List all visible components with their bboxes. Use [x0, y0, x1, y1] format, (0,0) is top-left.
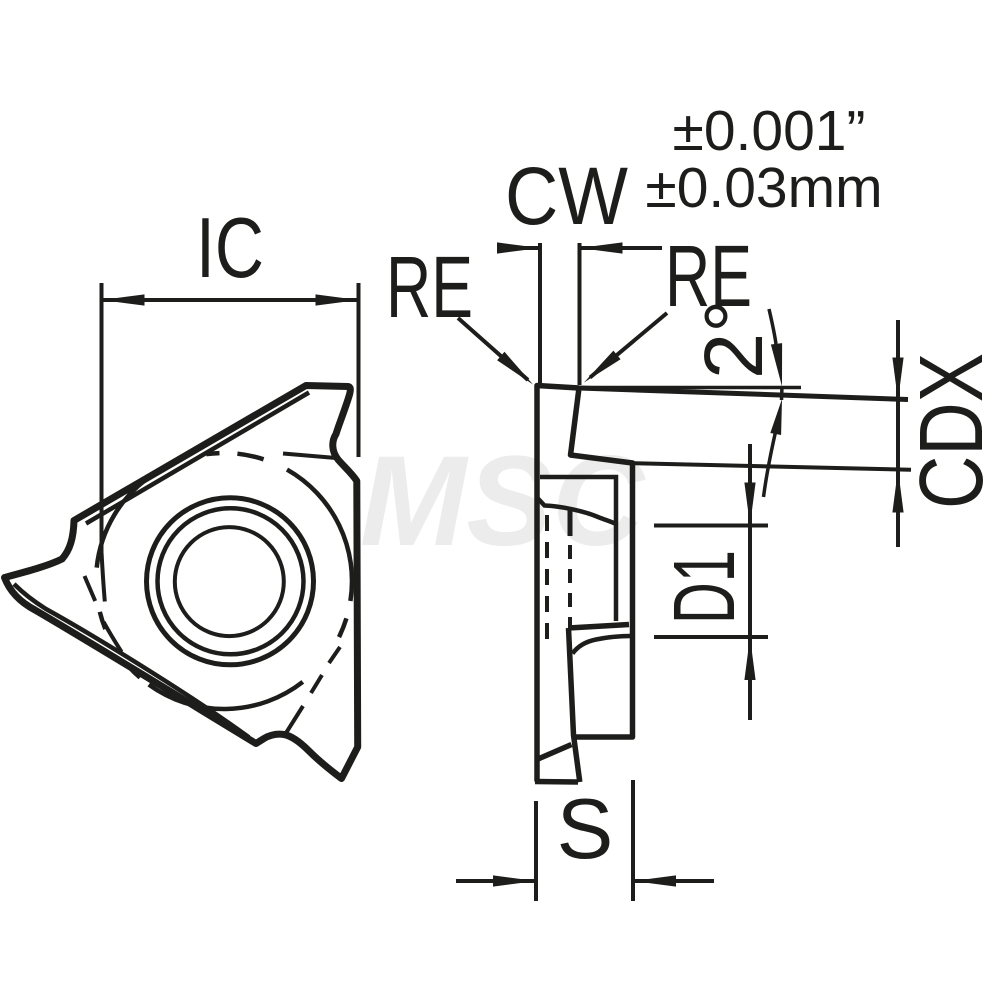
svg-text:MSC: MSC	[360, 430, 646, 573]
svg-text:D1: D1	[656, 550, 753, 624]
svg-text:S: S	[557, 782, 614, 877]
svg-text:CDX: CDX	[902, 353, 1000, 509]
svg-text:±0.001”: ±0.001”	[673, 99, 866, 163]
svg-text:±0.03mm: ±0.03mm	[645, 156, 882, 220]
svg-text:RE: RE	[665, 228, 752, 325]
svg-text:IC: IC	[196, 201, 264, 296]
svg-text:2°: 2°	[687, 300, 780, 379]
svg-text:CW: CW	[505, 151, 629, 242]
svg-text:RE: RE	[386, 239, 473, 336]
